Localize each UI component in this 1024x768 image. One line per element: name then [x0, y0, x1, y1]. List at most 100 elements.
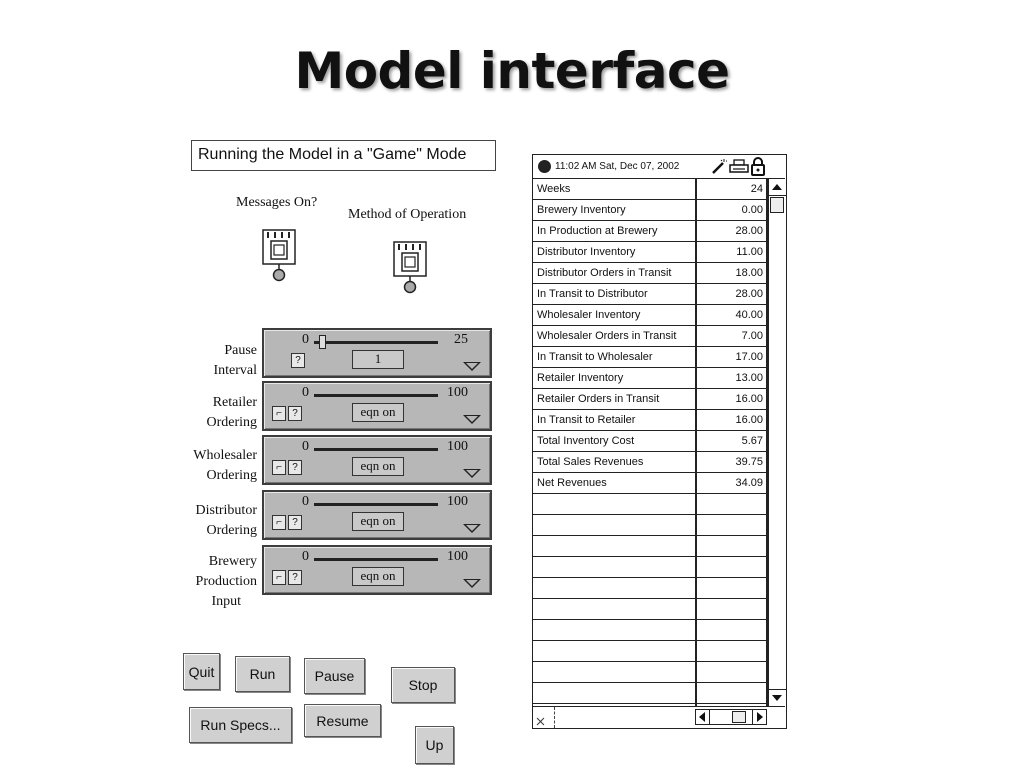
dropdown-triangle-icon[interactable]: [463, 469, 481, 478]
graph-button[interactable]: ⌐: [272, 515, 286, 530]
slider-max: 100: [447, 439, 468, 454]
toggle-switch-icon: [393, 241, 427, 294]
slider-min: 0: [302, 385, 309, 400]
table-row-empty[interactable]: [533, 578, 767, 599]
row-label: Total Sales Revenues: [537, 456, 644, 468]
slider-track[interactable]: [314, 503, 438, 506]
table-row-empty[interactable]: [533, 557, 767, 578]
table-row-empty[interactable]: [533, 620, 767, 641]
row-label: Net Revenues: [537, 477, 607, 489]
table-row-empty[interactable]: [533, 599, 767, 620]
graph-button[interactable]: ⌐: [272, 406, 286, 421]
pause-button[interactable]: Pause: [304, 658, 365, 694]
vertical-scrollbar[interactable]: [768, 179, 786, 706]
help-button[interactable]: ?: [288, 515, 302, 530]
table-row-empty[interactable]: [533, 515, 767, 536]
row-label: In Transit to Distributor: [537, 288, 648, 300]
resize-corner-icon[interactable]: [533, 707, 555, 728]
table-row[interactable]: Total Sales Revenues 39.75: [533, 452, 767, 473]
slider-value-field[interactable]: eqn on: [352, 567, 404, 586]
table-row-empty[interactable]: [533, 683, 767, 704]
scroll-down-arrow-icon[interactable]: [769, 689, 786, 706]
dropdown-triangle-icon[interactable]: [463, 362, 481, 371]
table-row[interactable]: Wholesaler Inventory 40.00: [533, 305, 767, 326]
graph-button[interactable]: ⌐: [272, 460, 286, 475]
slider-value-field[interactable]: eqn on: [352, 403, 404, 422]
retailer-ordering-label: Retailer Ordering: [206, 395, 257, 430]
dropdown-triangle-icon[interactable]: [463, 579, 481, 588]
help-button[interactable]: ?: [288, 570, 302, 585]
run-specs-button[interactable]: Run Specs...: [189, 707, 292, 743]
scroll-up-arrow-icon[interactable]: [769, 179, 786, 196]
slider-max: 100: [447, 385, 468, 400]
row-value: 7.00: [741, 330, 763, 342]
up-button[interactable]: Up: [415, 726, 454, 764]
wholesaler-ordering-slider[interactable]: 0 100 ⌐ ? eqn on: [262, 435, 492, 485]
help-button[interactable]: ?: [288, 460, 302, 475]
row-label: Wholesaler Inventory: [537, 309, 641, 321]
method-of-operation-switch[interactable]: [393, 240, 429, 294]
resume-button[interactable]: Resume: [304, 704, 381, 737]
horizontal-scrollbar[interactable]: [695, 709, 767, 725]
scroll-right-arrow-icon[interactable]: [752, 710, 766, 724]
slider-min: 0: [302, 549, 309, 564]
help-button[interactable]: ?: [288, 406, 302, 421]
row-label: In Transit to Retailer: [537, 414, 636, 426]
messages-on-switch[interactable]: [262, 228, 298, 282]
slider-track[interactable]: [314, 341, 438, 344]
slider-track[interactable]: [314, 394, 438, 397]
slider-track[interactable]: [314, 448, 438, 451]
brewery-production-input-slider[interactable]: 0 100 ⌐ ? eqn on: [262, 545, 492, 595]
slider-value-field[interactable]: 1: [352, 350, 404, 369]
row-label: Wholesaler Orders in Transit: [537, 330, 677, 342]
slider-track[interactable]: [314, 558, 438, 561]
printer-icon[interactable]: [729, 159, 749, 175]
slider-min: 0: [302, 332, 309, 347]
row-value: 13.00: [735, 372, 763, 384]
lock-icon[interactable]: [751, 156, 765, 176]
pause-interval-slider[interactable]: 0 25 ? 1: [262, 328, 492, 378]
table-row-empty[interactable]: [533, 662, 767, 683]
retailer-ordering-slider[interactable]: 0 100 ⌐ ? eqn on: [262, 381, 492, 431]
stop-button[interactable]: Stop: [391, 667, 455, 703]
column-divider: [766, 179, 768, 706]
table-row[interactable]: Wholesaler Orders in Transit 7.00: [533, 326, 767, 347]
row-label: In Production at Brewery: [537, 225, 658, 237]
slider-max: 100: [447, 494, 468, 509]
scroll-thumb[interactable]: [770, 197, 784, 213]
help-button[interactable]: ?: [291, 353, 305, 368]
run-button[interactable]: Run: [235, 656, 290, 692]
globe-icon[interactable]: [538, 160, 551, 173]
distributor-ordering-slider[interactable]: 0 100 ⌐ ? eqn on: [262, 490, 492, 540]
row-label: Retailer Orders in Transit: [537, 393, 660, 405]
dropdown-triangle-icon[interactable]: [463, 524, 481, 533]
scroll-thumb[interactable]: [732, 711, 746, 723]
slider-thumb[interactable]: [318, 335, 326, 349]
table-footer-bar: [533, 706, 785, 728]
slider-value-field[interactable]: eqn on: [352, 512, 404, 531]
dropdown-triangle-icon[interactable]: [463, 415, 481, 424]
table-row-empty[interactable]: [533, 641, 767, 662]
graph-button[interactable]: ⌐: [272, 570, 286, 585]
quit-button[interactable]: Quit: [183, 653, 220, 690]
table-row-empty[interactable]: [533, 494, 767, 515]
table-row-empty[interactable]: [533, 536, 767, 557]
row-value: 18.00: [735, 267, 763, 279]
scroll-left-arrow-icon[interactable]: [696, 710, 710, 724]
slider-value-field[interactable]: eqn on: [352, 457, 404, 476]
row-value: 40.00: [735, 309, 763, 321]
row-value: 39.75: [735, 456, 763, 468]
magic-wand-icon[interactable]: [710, 158, 728, 176]
